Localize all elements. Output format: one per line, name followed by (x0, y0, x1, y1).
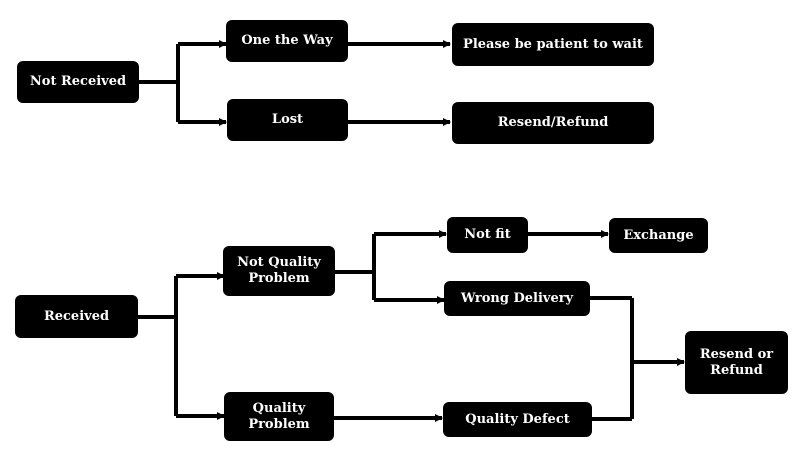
node-received-label: Received (43, 308, 110, 324)
node-on-the-way: One the Way (226, 20, 348, 62)
node-resend-or-line2: Refund (710, 362, 763, 378)
node-not-received: Not Received (17, 61, 139, 103)
node-not-quality-line1: Not Quality (237, 255, 321, 270)
node-wrong-delivery-label: Wrong Delivery (460, 290, 574, 306)
node-resend-refund-label: Resend/Refund (497, 115, 609, 130)
node-wrong-delivery: Wrong Delivery (444, 281, 590, 316)
node-resend-refund: Resend/Refund (452, 102, 654, 144)
node-not-quality-line2: Problem (248, 271, 310, 286)
node-quality-problem: Quality Problem (224, 392, 334, 441)
node-exchange-label: Exchange (623, 227, 694, 243)
node-lost: Lost (227, 99, 348, 141)
node-lost-label: Lost (271, 112, 304, 127)
node-resend-or-refund: Resend or Refund (685, 331, 788, 394)
node-exchange: Exchange (609, 218, 708, 253)
node-not-fit: Not fit (447, 217, 528, 253)
node-not-received-label: Not Received (29, 74, 127, 89)
node-on-the-way-label: One the Way (241, 33, 333, 48)
node-quality-line2: Problem (248, 416, 310, 432)
node-not-fit-label: Not fit (464, 227, 511, 242)
node-quality-defect: Quality Defect (443, 402, 592, 437)
node-received: Received (15, 295, 138, 338)
node-not-quality-problem: Not Quality Problem (223, 246, 335, 296)
node-quality-line1: Quality (252, 400, 306, 416)
node-wait: Please be patient to wait (452, 23, 654, 66)
node-resend-or-line1: Resend or (699, 346, 774, 362)
node-quality-defect-label: Quality Defect (465, 411, 570, 427)
node-wait-label: Please be patient to wait (463, 36, 643, 52)
